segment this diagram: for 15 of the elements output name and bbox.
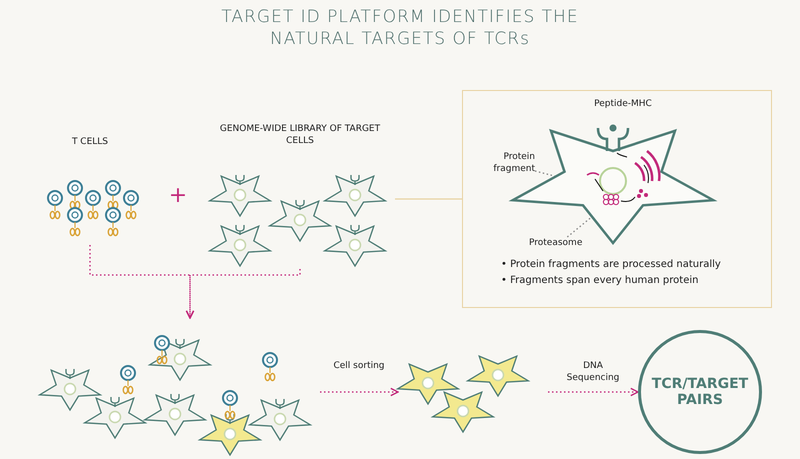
bullet-text: • Protein fragments are processed naturally — [501, 258, 721, 272]
arrow — [186, 269, 301, 319]
group-label: GENOME-WIDE LIBRARY OF TARGET CELLS — [218, 123, 382, 147]
title: TARGET ID PLATFORM IDENTIFIES THE NATURAL TARGETS OF TCRs — [220, 6, 580, 50]
bullet-text: • Fragments span every human protein — [501, 274, 700, 288]
part-label: Protein fragment — [473, 151, 535, 175]
callout-line — [395, 198, 462, 200]
arrow — [320, 388, 399, 396]
part-label: Peptide-MHC — [593, 98, 653, 110]
inset-panel — [462, 90, 772, 308]
plus-sign: + — [168, 190, 188, 202]
result-circle: TCR/TARGET PAIRS — [638, 330, 762, 454]
group-label: T CELLS — [70, 136, 110, 148]
part-label: Proteasome — [529, 237, 591, 249]
arrow — [548, 388, 639, 396]
